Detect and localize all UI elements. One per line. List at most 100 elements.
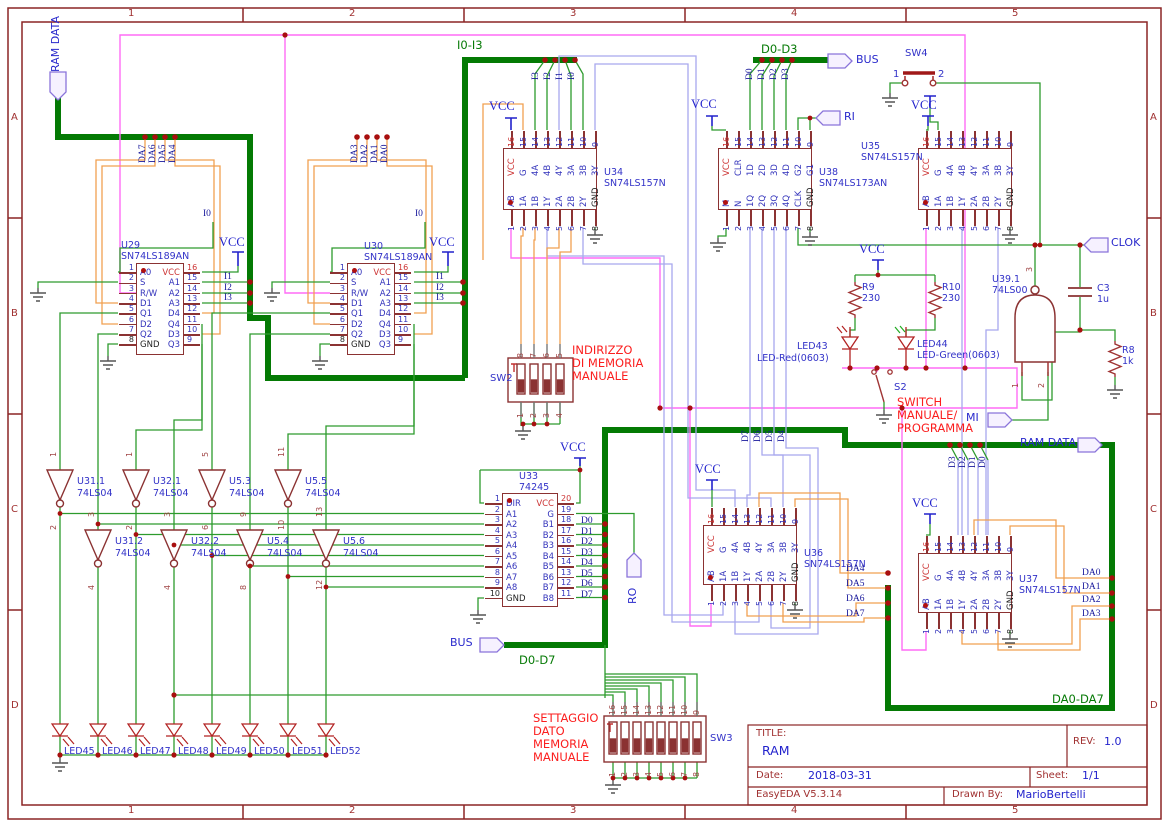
pin-stub — [583, 131, 585, 148]
pin-name: 2B — [982, 195, 992, 207]
pin-number: 11 — [567, 136, 576, 147]
sw3-bottom-pins-3: 4 — [644, 771, 653, 777]
led-row-symbols — [50, 723, 341, 747]
sw3-label: SW3 — [710, 733, 733, 744]
pin-stub — [330, 344, 347, 346]
s2-label: S2 — [894, 382, 907, 393]
pin-name: 1A — [934, 195, 944, 207]
u36-d-labels-1: D6 — [753, 430, 763, 442]
pin-number: 10 — [489, 588, 500, 598]
pin-stub — [771, 508, 773, 525]
pin-name: B5 — [542, 562, 554, 572]
pin-name: G — [934, 169, 944, 176]
pin-number: 12 — [755, 513, 764, 524]
vcc-u33: VCC — [560, 440, 586, 454]
switch-s2 — [871, 369, 893, 403]
pin-number: 8 — [791, 600, 800, 606]
frame-col-top-4: 5 — [1012, 8, 1019, 19]
u33-d-labels-0: D0 — [581, 516, 593, 526]
resistor-r9 — [847, 282, 863, 318]
pin-name: 1B — [946, 598, 956, 610]
pin-number: 12 — [970, 541, 979, 552]
pin-number: 8 — [806, 225, 815, 231]
sw3-bottom-pins-7: 8 — [692, 771, 701, 777]
pin-name: Q1 — [351, 309, 364, 320]
pin-number: 7 — [579, 225, 588, 231]
net-flag-shapes[interactable] — [49, 53, 1109, 653]
pin-stub — [795, 508, 797, 525]
pin-number: 5 — [970, 628, 979, 634]
inverter-pin-out: 4 — [87, 584, 96, 590]
dip-switch-sw3 — [603, 702, 707, 763]
pin-number: 20 — [561, 494, 572, 503]
pin-stub — [795, 584, 797, 602]
pin-stub — [1010, 612, 1012, 630]
pin1-dot — [923, 603, 928, 608]
sw4-pin1: 1 — [893, 69, 900, 80]
pin1-dot — [507, 498, 512, 503]
pin1-dot — [708, 575, 713, 580]
net-flag-clok — [1083, 237, 1109, 253]
pin-name: 2Y — [579, 196, 589, 207]
pin-number: 8 — [1006, 225, 1015, 231]
pin-name: 2D — [758, 164, 768, 176]
pin-number: 1 — [722, 225, 731, 231]
pin-number: 12 — [398, 304, 409, 314]
da0-3-labels-0: DA0 — [1082, 568, 1101, 578]
pin-number: 14 — [398, 283, 409, 293]
pin-stub — [998, 536, 1000, 553]
pin-stub — [535, 131, 537, 148]
frame-col-bottom-2: 3 — [570, 805, 577, 816]
inverter-ref: U5.4 — [267, 536, 290, 547]
pin-name: B7 — [542, 583, 554, 593]
pin-name: G — [719, 546, 729, 553]
annotation-indirizzo-2: MANUALE — [572, 369, 629, 383]
pin-name: A1 — [168, 278, 180, 289]
pin-name: B8 — [542, 593, 554, 604]
frame-row-right-3: D — [1150, 700, 1158, 711]
r8-ref: R8 — [1122, 345, 1135, 356]
pin-number: 2 — [934, 225, 943, 231]
pin-stub — [798, 131, 800, 148]
pin-number: 1 — [507, 225, 516, 231]
date-label: Date: — [756, 770, 784, 781]
pin-number: 9 — [791, 518, 800, 524]
u29-i-labels-1: I2 — [224, 282, 232, 293]
chip-part: SN74LS157N — [1019, 585, 1081, 596]
annotation-settaggio-2: MEMORIA — [533, 737, 589, 751]
pin-name: GND — [351, 340, 371, 351]
pin-name: 4Y — [755, 542, 765, 553]
pin-stub — [962, 209, 964, 227]
inverter-pin-in: 5 — [201, 451, 210, 457]
pin1-dot — [352, 268, 357, 273]
pin-name: GND — [591, 187, 601, 208]
inverter-pin-in: 1 — [49, 451, 58, 457]
chip-ref: U33 — [519, 471, 539, 482]
pin-name: 4B — [958, 164, 968, 176]
net-flag-ro — [626, 552, 642, 578]
net-flag-bus-bottom — [479, 637, 505, 653]
pin-number: 12 — [561, 578, 572, 587]
pin-stub — [394, 344, 412, 346]
da4-7-labels-1: DA5 — [846, 579, 865, 589]
vcc-u34: VCC — [489, 99, 515, 113]
pin-name: 2Y — [779, 571, 789, 582]
pin-name: VCC — [162, 268, 180, 278]
pin-name: 4A — [731, 541, 741, 553]
